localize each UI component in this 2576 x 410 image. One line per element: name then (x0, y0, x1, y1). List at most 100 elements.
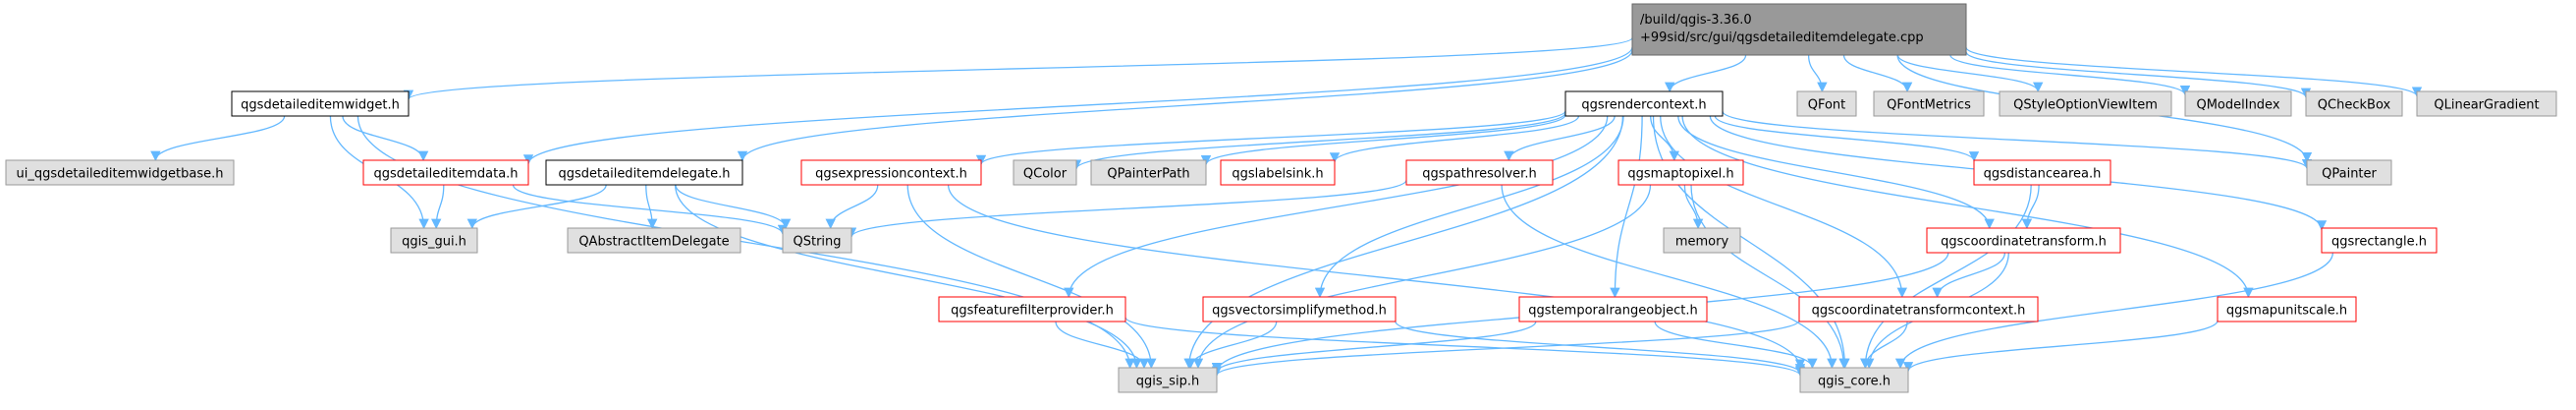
node-qgstemporalrangeobject[interactable]: qgstemporalrangeobject.h (1518, 296, 1708, 322)
node-qgsvectorsimplifymethod[interactable]: qgsvectorsimplifymethod.h (1202, 296, 1397, 322)
node-box-qgsvectorsimplifymethod (1202, 296, 1397, 322)
node-label-qgsexpressioncontext: qgsexpressioncontext.h (815, 167, 967, 182)
node-box-qgsdetaileditemdata (362, 159, 529, 186)
node-qcheckbox: QCheckBox (2305, 90, 2403, 117)
node-box-qgsmapunitscale (2217, 296, 2357, 322)
node-box-qgstemporalrangeobject (1518, 296, 1708, 322)
node-qgsrendercontext[interactable]: qgsrendercontext.h (1564, 90, 1724, 117)
edge-qgsrendercontext-to-qgscoordinatetransformcontext (1660, 115, 1907, 299)
edge-qgsexpressioncontext-to-qstring (825, 184, 879, 230)
node-label-qabstractitemdelegate: QAbstractItemDelegate (578, 235, 729, 250)
node-qcolor: QColor (1013, 159, 1077, 186)
node-qgslabelsink[interactable]: qgslabelsink.h (1220, 159, 1336, 186)
node-box-qcheckbox (2305, 90, 2403, 117)
node-qgscoordinatetransformcontext[interactable]: qgscoordinatetransformcontext.h (1798, 296, 2039, 322)
node-qgsexpressioncontext[interactable]: qgsexpressioncontext.h (800, 159, 982, 186)
node-box-qgsrendercontext (1564, 90, 1724, 117)
node-label-qgscoordinatetransformcontext: qgscoordinatetransformcontext.h (1812, 304, 2026, 319)
edge-qgsdetaileditemdelegate-to-qabstractitemdelegate (645, 184, 658, 230)
node-box-qstyleoptionviewitem (1999, 90, 2172, 117)
node-label-qgsvectorsimplifymethod: qgsvectorsimplifymethod.h (1212, 304, 1387, 319)
node-label-qstring: QString (793, 235, 841, 250)
node-qgsrectangle[interactable]: qgsrectangle.h (2321, 227, 2438, 254)
edge-qgsmaptopixel-to-memory (1683, 184, 1704, 230)
node-label-qstyleoptionviewitem: QStyleOptionViewItem (2013, 98, 2158, 113)
edge-qgsrendercontext-to-qgsmaptopixel (1650, 115, 1679, 162)
node-label-qpainterpath: QPainterPath (1107, 167, 1189, 182)
edge-qgscoordinatetransform-to-qgscoordinatetransformcontext (1932, 252, 2006, 299)
edge-qgsmapunitscale-to-qgis_core (1902, 320, 2219, 373)
node-root[interactable]: /build/qgis-3.36.0+99sid/src/gui/qgsdeta… (1631, 3, 1967, 56)
node-box-qgsmaptopixel (1617, 159, 1744, 186)
node-qgis_gui: qgis_gui.h (390, 227, 478, 254)
node-qgis_sip: qgis_sip.h (1118, 367, 1218, 393)
node-label-qgis_core: qgis_core.h (1818, 375, 1891, 389)
node-qgsmapunitscale[interactable]: qgsmapunitscale.h (2217, 296, 2357, 322)
root-label-line-1: /build/qgis-3.36.0 (1640, 13, 1752, 28)
node-box-qgspathresolver (1405, 159, 1554, 186)
edge-qgsvectorsimplifymethod-to-qgis_sip (1185, 321, 1278, 370)
edge-qgsrendercontext-to-qcolor (1070, 112, 1566, 170)
node-box-qfontmetrics (1873, 90, 1985, 117)
node-qgis_core: qgis_core.h (1799, 367, 1909, 393)
node-label-qcolor: QColor (1023, 167, 1068, 182)
node-label-qfontmetrics: QFontMetrics (1887, 98, 1971, 113)
node-qstyleoptionviewitem: QStyleOptionViewItem (1999, 90, 2172, 117)
node-label-qgis_sip: qgis_sip.h (1136, 375, 1199, 389)
node-qlineargradient: QLinearGradient (2416, 90, 2557, 117)
node-qgscoordinatetransform[interactable]: qgscoordinatetransform.h (1926, 227, 2121, 254)
edge-qgsmaptopixel-to-qgis_core (1690, 184, 1849, 370)
node-label-qgsdistancearea: qgsdistancearea.h (1984, 167, 2102, 182)
edge-qgsdetaileditemdelegate-to-qgis_gui (466, 184, 607, 230)
node-box-qgslabelsink (1220, 159, 1336, 186)
edge-qgsrendercontext-to-qgis_sip (1183, 115, 1624, 370)
node-qgsmaptopixel[interactable]: qgsmaptopixel.h (1617, 159, 1744, 186)
node-label-qgsdetaileditemdelegate: qgsdetaileditemdelegate.h (559, 167, 731, 182)
edge-qgsrendercontext-to-qgsfeaturefilterprovider (1064, 115, 1609, 299)
node-label-qgsfeaturefilterprovider: qgsfeaturefilterprovider.h (951, 304, 1114, 319)
node-box-qabstractitemdelegate (567, 227, 741, 254)
node-label-qgsrendercontext: qgsrendercontext.h (1581, 98, 1706, 113)
node-box-qgsdetaileditemdelegate (545, 159, 743, 186)
edge-qgsrendercontext-to-qgstemporalrangeobject (1610, 115, 1643, 299)
node-box-qpainter (2306, 159, 2392, 186)
edge-qgsfeaturefilterprovider-to-qgis_core (1124, 317, 1805, 377)
node-qgsdetaileditemdata[interactable]: qgsdetaileditemdata.h (362, 159, 529, 186)
node-qgspathresolver[interactable]: qgspathresolver.h (1405, 159, 1554, 186)
node-box-memory (1663, 227, 1741, 254)
edge-qgspathresolver-to-qstring (846, 179, 1407, 238)
node-memory: memory (1663, 227, 1741, 254)
node-label-qpainter: QPainter (2322, 167, 2377, 182)
node-qgsdistancearea[interactable]: qgsdistancearea.h (1973, 159, 2111, 186)
edge-qgsdetaileditemdata-to-qstring (512, 184, 789, 236)
edge-qgsdistancearea-to-qgscoordinatetransform (2021, 184, 2040, 230)
node-box-qcolor (1013, 159, 1077, 186)
edge-qgstemporalrangeobject-to-qgis_core (1654, 321, 1818, 370)
node-label-qgsmaptopixel: qgsmaptopixel.h (1627, 167, 1733, 182)
edge-qgsrendercontext-to-qgslabelsink (1329, 115, 1580, 163)
node-box-root (1631, 3, 1967, 56)
edge-root-to-qgsdetaileditemwidget (404, 36, 1633, 101)
edge-qgsrectangle-to-qgis_core (1894, 252, 2334, 370)
edge-root-to-qfont (1807, 54, 1828, 93)
node-label-qgsrectangle: qgsrectangle.h (2331, 235, 2427, 250)
edge-qgsrendercontext-to-qpainterpath (1200, 114, 1566, 166)
node-box-qstring (782, 227, 852, 254)
edge-qgsexpressioncontext-to-qgis_core (947, 184, 1806, 370)
edge-root-to-qstyleoptionviewitem (1896, 54, 2044, 93)
edge-qgsrendercontext-to-qgsdistancearea (1714, 115, 1980, 162)
node-qgsdetaileditemdelegate[interactable]: qgsdetaileditemdelegate.h (545, 159, 743, 186)
node-box-qgis_core (1799, 367, 1909, 393)
node-qgsdetaileditemwidget[interactable]: qgsdetaileditemwidget.h (231, 90, 410, 117)
node-qgsfeaturefilterprovider[interactable]: qgsfeaturefilterprovider.h (938, 296, 1126, 322)
node-label-qfont: QFont (1808, 98, 1846, 113)
node-box-qgsrectangle (2321, 227, 2438, 254)
edge-qgsrendercontext-to-qgsvectorsimplifymethod (1314, 115, 1624, 299)
node-qfontmetrics: QFontMetrics (1873, 90, 1985, 117)
node-label-qgstemporalrangeobject: qgstemporalrangeobject.h (1528, 304, 1697, 319)
node-box-ui_widgetbase (5, 159, 235, 186)
nodes-layer: /build/qgis-3.36.0+99sid/src/gui/qgsdeta… (5, 3, 2557, 393)
node-label-qlineargradient: QLinearGradient (2434, 98, 2539, 113)
node-box-qpainterpath (1090, 159, 1207, 186)
